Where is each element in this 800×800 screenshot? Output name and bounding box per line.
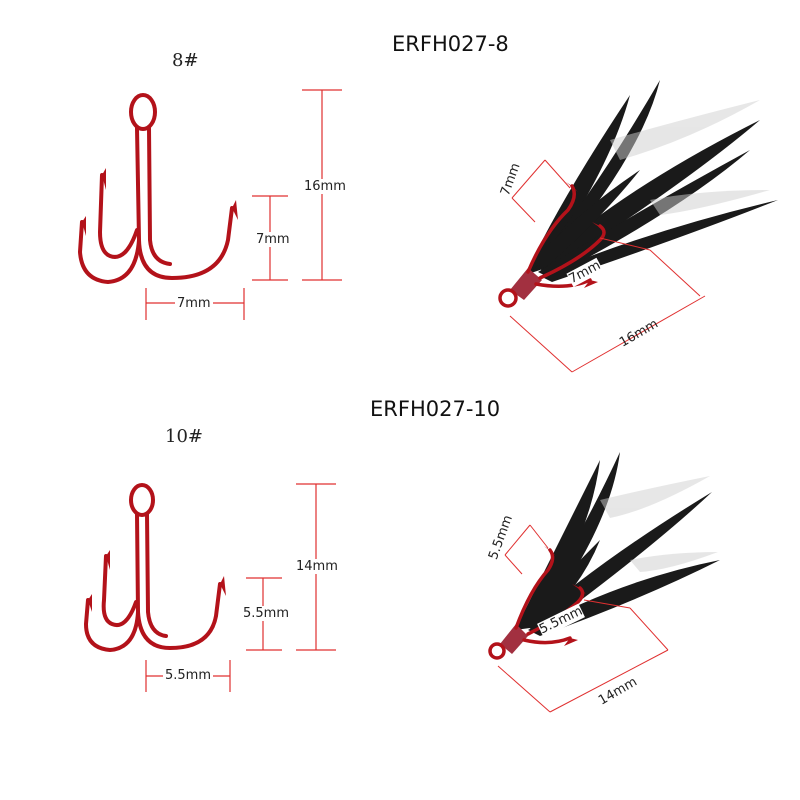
plain-hook-total-length: 14mm: [294, 559, 340, 574]
hook-size-label: 8#: [172, 50, 199, 71]
plain-hook-point-height: 7mm: [254, 232, 292, 247]
plain-hook-total-length: 16mm: [302, 179, 348, 194]
model-number: ERFH027-10: [370, 397, 501, 421]
plain-hook-gap-width: 7mm: [175, 296, 213, 311]
hook-size-label: 10#: [165, 426, 203, 447]
plain-hook-gap-width: 5.5mm: [163, 668, 214, 683]
plain-hook-point-height: 5.5mm: [241, 606, 292, 621]
model-number: ERFH027-8: [392, 32, 509, 56]
